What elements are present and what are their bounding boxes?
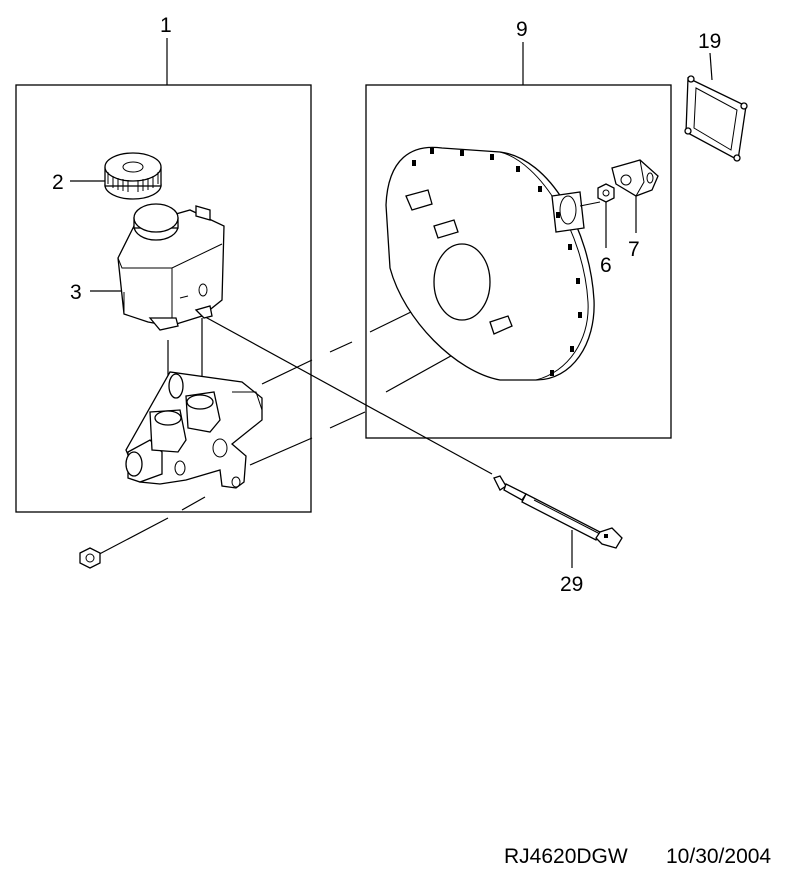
- callout-3: 3: [70, 281, 82, 304]
- clevis-icon: [611, 159, 659, 197]
- fluid-reservoir-icon: [117, 203, 225, 331]
- group-box-master-cylinder: [15, 84, 312, 513]
- reservoir-cap-icon: [104, 152, 162, 200]
- master-cylinder-assembly-icon: [125, 371, 263, 489]
- group-box-brake-booster: [365, 84, 672, 439]
- callout-6: 6: [600, 254, 612, 277]
- brake-booster-icon: [385, 146, 601, 381]
- fluid-level-sensor-icon: [493, 475, 623, 549]
- callout-9: 9: [516, 18, 528, 41]
- callout-29: 29: [560, 573, 583, 596]
- callout-1: 1: [160, 14, 172, 37]
- gasket-icon: [684, 75, 748, 162]
- nut-icon-lower: [79, 547, 101, 569]
- nut-icon: [597, 183, 615, 203]
- callout-7: 7: [628, 238, 640, 261]
- callout-2: 2: [52, 171, 64, 194]
- drawing-id: RJ4620DGW: [504, 845, 628, 868]
- callout-19: 19: [698, 30, 721, 53]
- drawing-date: 10/30/2004: [666, 845, 771, 868]
